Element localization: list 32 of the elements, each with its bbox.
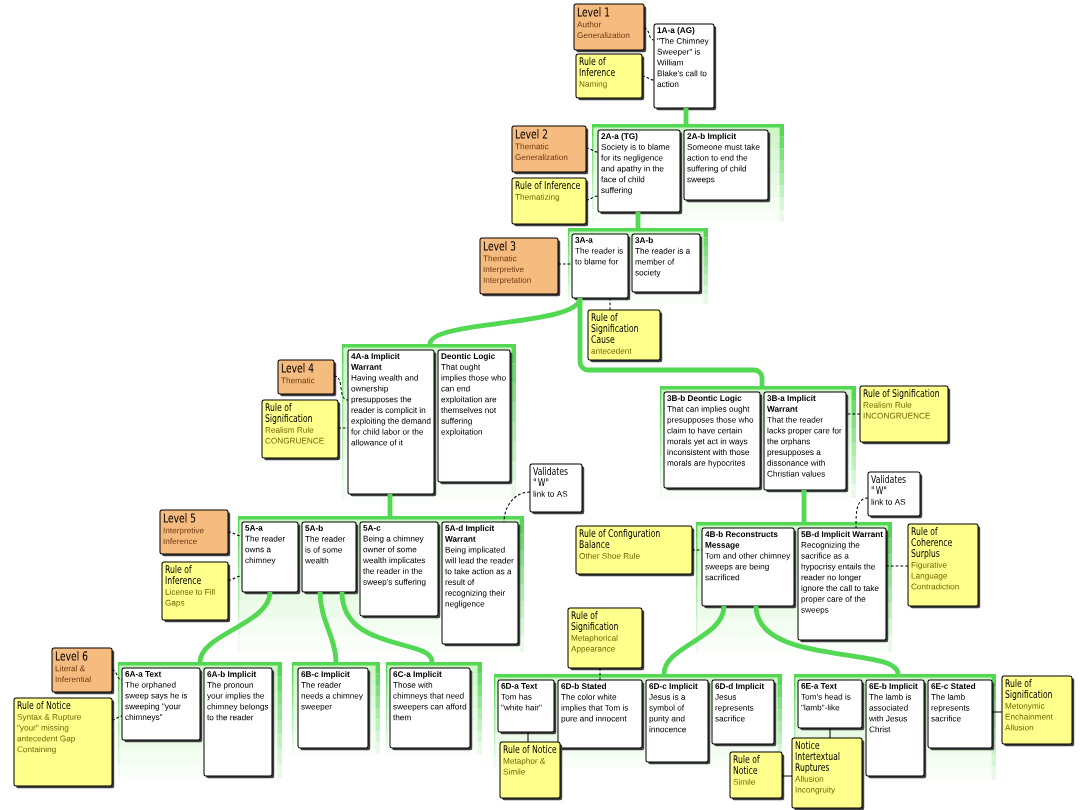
dashed-link (333, 375, 349, 401)
link-line (991, 711, 1003, 713)
dashed-link (855, 497, 869, 529)
link-line (781, 775, 793, 777)
dashed-link (885, 565, 909, 567)
connector-line (427, 297, 583, 346)
connector-line (317, 591, 339, 663)
dashed-link (337, 427, 349, 429)
connector-line (801, 490, 807, 522)
dashed-link (845, 413, 861, 415)
dashed-link (111, 715, 123, 721)
connector-line (661, 605, 727, 675)
connector-line (387, 494, 393, 516)
dashed-link (585, 195, 599, 201)
dashed-link (691, 549, 703, 551)
dashed-link (557, 263, 573, 265)
link-line (527, 731, 529, 743)
dashed-link (643, 27, 655, 41)
dashed-link (227, 575, 243, 581)
connector-line (635, 212, 641, 228)
dashed-link (227, 531, 243, 537)
connector-line (753, 605, 901, 675)
dashed-link (599, 667, 601, 681)
connector-line (683, 108, 689, 124)
connector-line (197, 591, 273, 663)
dashed-link (111, 669, 123, 681)
link-line (829, 727, 831, 739)
dashed-link (609, 297, 611, 311)
dashed-link (503, 491, 531, 523)
connector-line (577, 298, 765, 386)
dashed-link (585, 147, 599, 153)
dashed-link (641, 75, 655, 81)
